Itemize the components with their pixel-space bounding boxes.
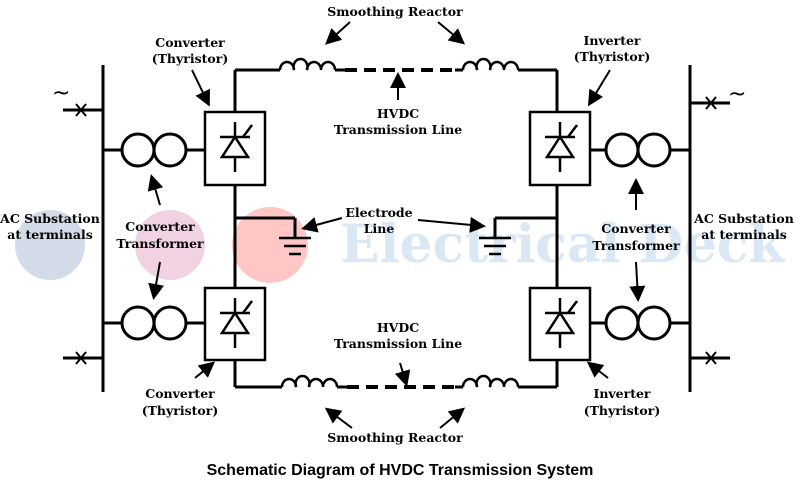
- converter-transformer-icon: [120, 132, 188, 168]
- thyristor-inverter-icon: [528, 110, 592, 187]
- reactor-coil: [461, 57, 520, 71]
- ground-icon: [279, 236, 311, 256]
- labels: Smoothing Reactor Converter (Thyristor) …: [0, 4, 794, 479]
- ground-symbols: [279, 236, 511, 256]
- diagram-title: Schematic Diagram of HVDC Transmission S…: [207, 462, 594, 479]
- reactor-coil: [280, 374, 339, 388]
- label-inverter-bottom-1: Inverter: [593, 386, 650, 401]
- label-converter-bottom-1: Converter: [145, 386, 215, 401]
- youtube-icon: [232, 207, 308, 283]
- label-hvdc-bottom-1: HVDC: [377, 320, 419, 335]
- facebook-icon: [15, 210, 85, 280]
- label-smoothing-reactor-bottom: Smoothing Reactor: [327, 430, 463, 445]
- label-inverter-bottom-2: (Thyristor): [584, 403, 661, 418]
- label-smoothing-reactor-top: Smoothing Reactor: [327, 4, 463, 19]
- thyristor-converter-icon: [203, 286, 267, 362]
- label-converter-transformer-right-1: Converter: [601, 221, 671, 236]
- ac-source-icon: ~: [52, 81, 70, 106]
- label-ac-substation-right-2: at terminals: [701, 227, 787, 242]
- watermark: Electrical Deck: [15, 207, 785, 283]
- ac-source-icon: ~: [728, 82, 746, 107]
- breaker-icon: [75, 103, 87, 117]
- label-electrode-1: Electrode: [345, 205, 412, 220]
- converter-transformer-icon: [604, 132, 672, 168]
- converters: [203, 110, 592, 362]
- label-hvdc-top-1: HVDC: [377, 106, 419, 121]
- label-electrode-2: Line: [364, 221, 395, 236]
- instagram-icon: [135, 210, 205, 280]
- pointer-arrows: [147, 21, 646, 429]
- watermark-text: Electrical Deck: [340, 214, 785, 275]
- transformers: [120, 132, 672, 341]
- reactor-coil: [278, 57, 337, 71]
- label-hvdc-top-2: Transmission Line: [334, 122, 462, 137]
- label-ac-substation-left-2: at terminals: [7, 227, 93, 242]
- label-converter-transformer-right-2: Transformer: [592, 238, 680, 253]
- label-converter-top-1: Converter: [155, 35, 225, 50]
- label-converter-top-2: (Thyristor): [152, 51, 229, 66]
- thyristor-inverter-icon: [528, 286, 592, 362]
- label-hvdc-bottom-2: Transmission Line: [334, 336, 462, 351]
- breaker-icon: [705, 96, 717, 110]
- breakers: [75, 96, 717, 365]
- smoothing-reactors: [278, 57, 520, 388]
- label-converter-transformer-left-2: Transformer: [116, 236, 204, 251]
- thyristor-converter-icon: [203, 110, 267, 187]
- label-inverter-top-1: Inverter: [583, 33, 640, 48]
- breaker-icon: [75, 351, 87, 365]
- label-converter-transformer-left-1: Converter: [125, 219, 195, 234]
- label-converter-bottom-2: (Thyristor): [142, 403, 219, 418]
- breaker-icon: [705, 351, 717, 365]
- ground-icon: [479, 236, 511, 256]
- converter-transformer-icon: [120, 305, 188, 341]
- label-inverter-top-2: (Thyristor): [574, 49, 651, 64]
- converter-transformer-icon: [604, 305, 672, 341]
- label-ac-substation-left-1: AC Substation: [0, 211, 100, 226]
- label-ac-substation-right-1: AC Substation: [693, 211, 794, 226]
- reactor-coil: [461, 374, 520, 388]
